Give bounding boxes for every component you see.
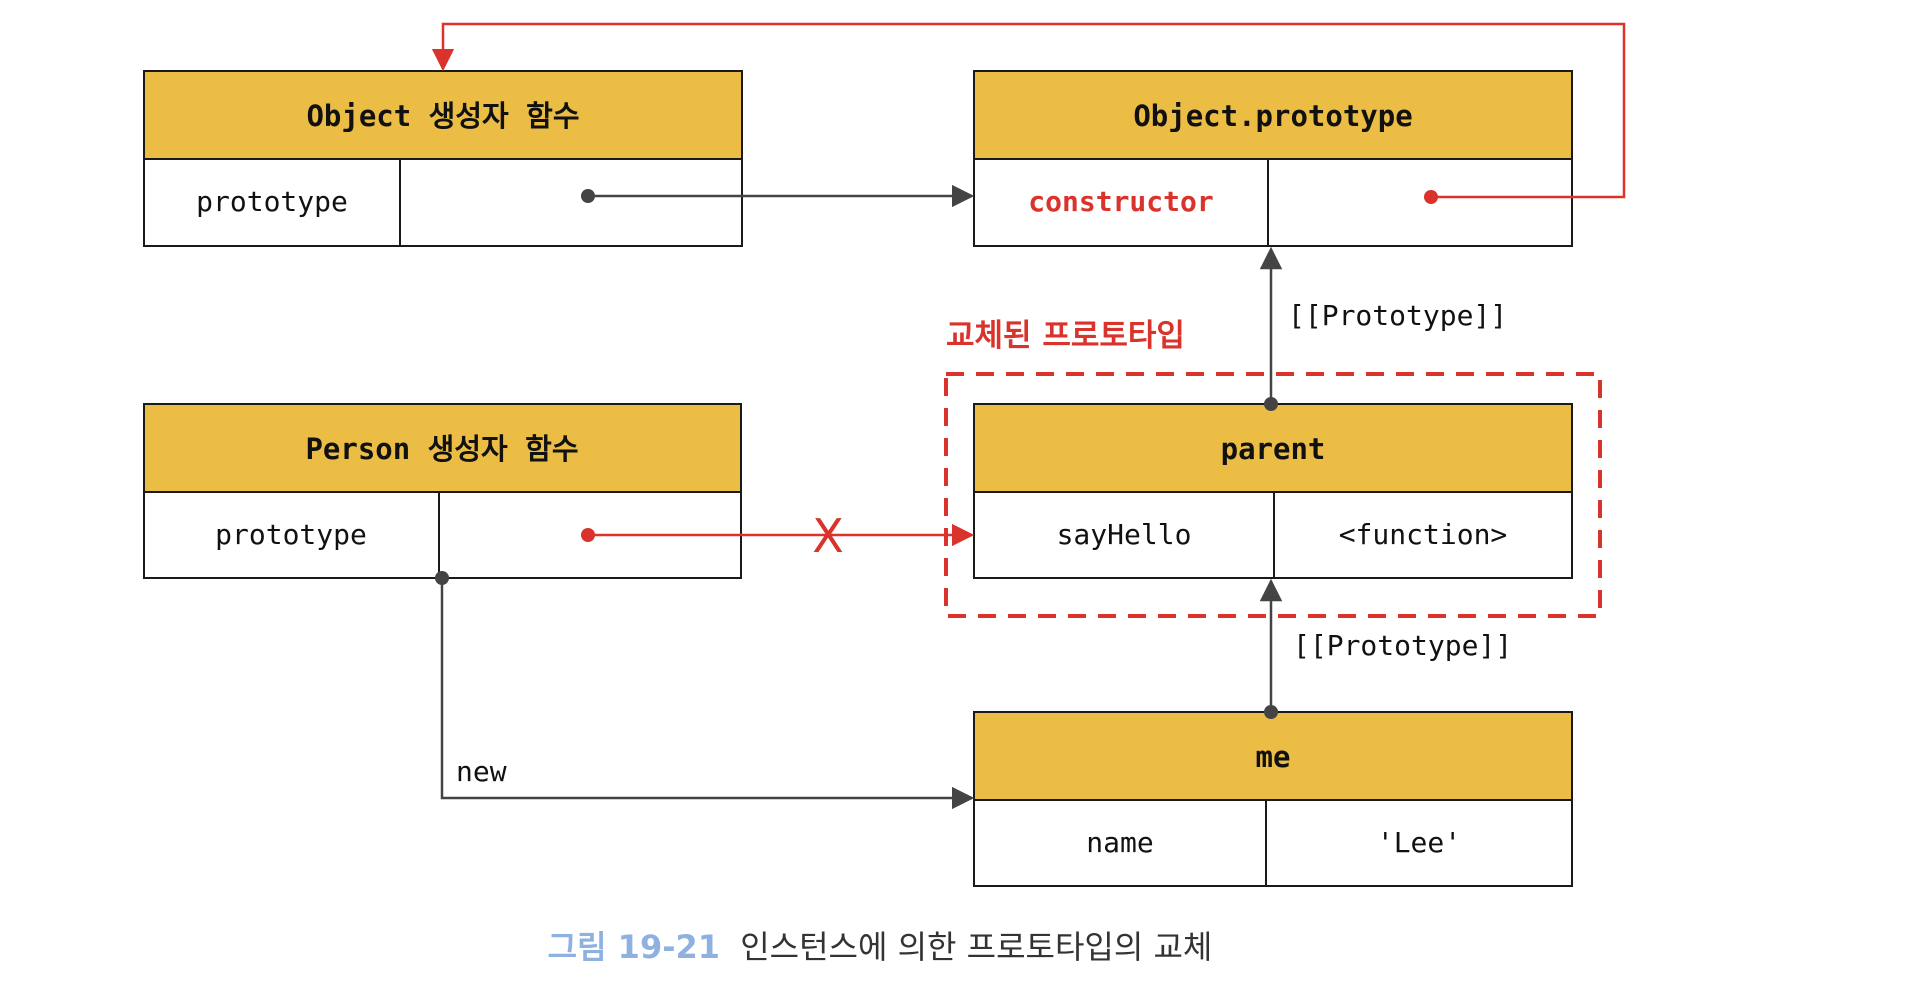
person-constructor-title: Person 생성자 함수 bbox=[305, 432, 578, 466]
new-instance-link-line bbox=[440, 578, 975, 810]
parent-proto-link bbox=[1259, 246, 1283, 411]
person-constructor-header bbox=[143, 403, 742, 493]
parent-header bbox=[973, 403, 1573, 493]
proto-link-top-label: [[Prototype]] bbox=[1288, 299, 1507, 332]
object-prototype-box: Object.prototype constructor bbox=[973, 70, 1573, 247]
parent-value-cell bbox=[1273, 491, 1573, 579]
person-constructor-key-cell bbox=[143, 491, 440, 579]
object-constructor-value-cell bbox=[399, 158, 743, 247]
object-prototype-title: Object.prototype bbox=[1133, 99, 1412, 133]
me-value: 'Lee' bbox=[1377, 826, 1461, 859]
person-constructor-box: Person 생성자 함수 prototype bbox=[143, 403, 742, 579]
object-prototype-header bbox=[973, 70, 1573, 160]
new-instance-link bbox=[435, 571, 975, 810]
constructor-link-line bbox=[431, 22, 1626, 199]
person-constructor-key: prototype bbox=[215, 518, 367, 551]
object-constructor-box: Object 생성자 함수 prototype bbox=[143, 70, 743, 247]
me-proto-link bbox=[1259, 578, 1283, 719]
object-prototype-key-cell bbox=[973, 158, 1269, 247]
me-box: me name 'Lee' bbox=[973, 711, 1573, 887]
me-key: name bbox=[1086, 826, 1153, 859]
object-prototype-value-cell bbox=[1267, 158, 1573, 247]
figure-caption-label: 그림 19-21 bbox=[548, 928, 720, 966]
person-prototype-link: X bbox=[581, 509, 975, 563]
parent-title: parent bbox=[1221, 432, 1326, 466]
object-constructor-header bbox=[143, 70, 743, 160]
new-label: new bbox=[456, 755, 507, 788]
object-constructor-key-cell bbox=[143, 158, 401, 247]
object-constructor-key: prototype bbox=[196, 185, 348, 218]
object-prototype-link bbox=[581, 184, 975, 208]
constructor-link bbox=[431, 22, 1626, 204]
proto-link-bottom-label: [[Prototype]] bbox=[1293, 629, 1512, 662]
object-constructor-title: Object 생성자 함수 bbox=[306, 99, 579, 133]
parent-key: sayHello bbox=[1057, 518, 1192, 551]
replaced-prototype-label: 교체된 프로토타입 bbox=[946, 318, 1185, 354]
me-value-cell bbox=[1265, 799, 1573, 887]
me-key-cell bbox=[973, 799, 1267, 887]
parent-value: <function> bbox=[1339, 518, 1508, 551]
object-prototype-key: constructor bbox=[1028, 185, 1213, 218]
figure-caption: 그림 19-21 인스턴스에 의한 프로토타입의 교체 bbox=[548, 928, 1213, 966]
me-header bbox=[973, 711, 1573, 801]
parent-box: parent sayHello <function> bbox=[973, 403, 1573, 579]
cross-mark: X bbox=[812, 509, 844, 563]
me-title: me bbox=[1256, 740, 1291, 774]
figure-caption-text: 인스턴스에 의한 프로토타입의 교체 bbox=[740, 928, 1212, 966]
